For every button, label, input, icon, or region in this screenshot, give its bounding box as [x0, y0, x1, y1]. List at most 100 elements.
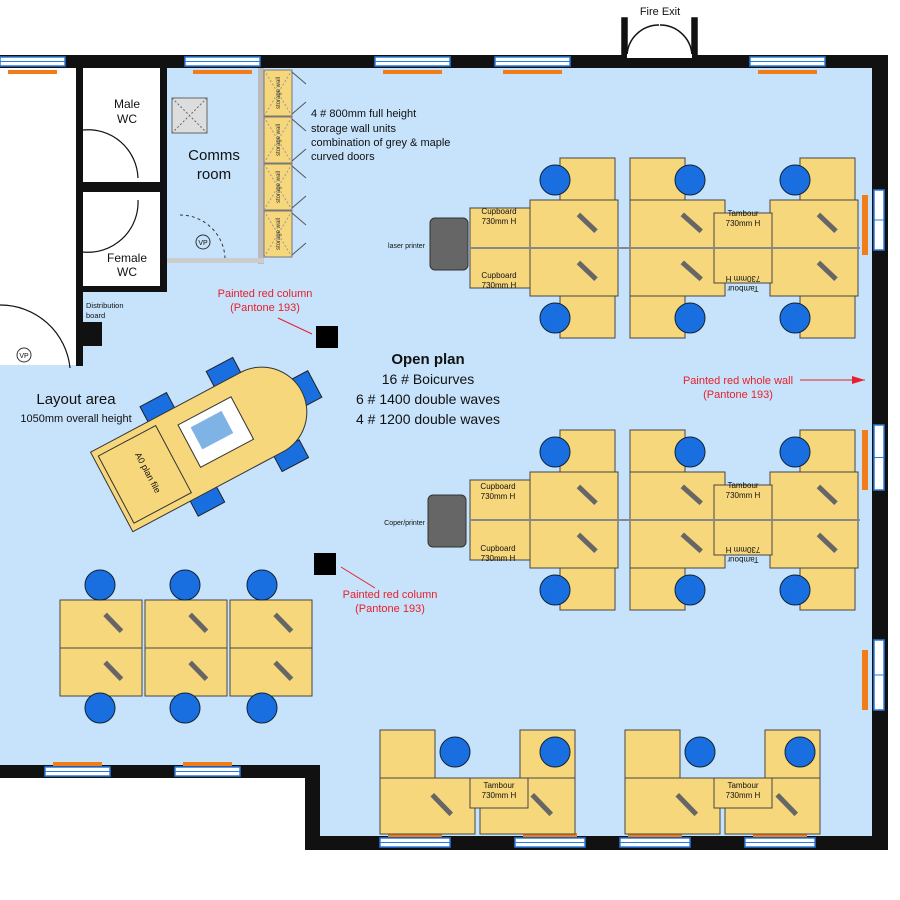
desk	[629, 471, 726, 521]
comms-room-label: Comms	[188, 147, 240, 164]
male-wc-label: WC	[117, 112, 137, 126]
copier-printer-label: Coper/printer	[384, 520, 426, 527]
window-sill	[383, 70, 442, 74]
storage-wall-units: storage wall storage wall storage wall stor…	[263, 69, 307, 258]
red-wall-strip	[862, 430, 868, 490]
keyboard	[680, 212, 703, 234]
vp-icon	[16, 347, 32, 363]
office-chair	[539, 574, 571, 606]
office-chair	[439, 736, 471, 768]
desk	[144, 599, 228, 649]
tambour-unit	[469, 777, 529, 809]
comms-room-label: room	[197, 166, 231, 183]
vp-icon	[195, 234, 211, 250]
svg-text:(Pantone 193): (Pantone 193)	[355, 603, 425, 615]
desk	[229, 647, 313, 697]
office-chair	[674, 436, 706, 468]
laser-printer	[429, 217, 469, 271]
copier-printer	[427, 494, 467, 548]
desk	[144, 647, 228, 697]
keyboard	[775, 793, 799, 817]
office-chair	[169, 692, 201, 724]
storage-note: 4 # 800mm full height storage wall units…	[311, 108, 450, 163]
office-chair	[539, 164, 571, 196]
svg-text:730mm H: 730mm H	[482, 217, 517, 226]
fire-exit-door	[621, 17, 698, 59]
wc-doors	[0, 129, 139, 369]
desk	[629, 199, 726, 249]
keyboard	[675, 793, 699, 817]
office-chair	[784, 736, 816, 768]
keyboard	[430, 793, 454, 817]
window-sill	[628, 833, 682, 837]
storage-unit-label: storage wall	[276, 218, 282, 250]
office-chair	[779, 436, 811, 468]
office-chair	[674, 164, 706, 196]
svg-text:730mm H: 730mm H	[482, 281, 517, 290]
vp-label: VP	[198, 240, 208, 247]
svg-text:Cupboard: Cupboard	[480, 544, 515, 553]
svg-text:Tambour: Tambour	[727, 284, 758, 293]
window-sill	[183, 762, 232, 766]
keyboard	[680, 260, 703, 282]
office-chair	[246, 692, 278, 724]
office-chair	[539, 736, 571, 768]
svg-text:1050mm overall height: 1050mm overall height	[20, 413, 131, 425]
layout-table: A0 plan file	[89, 356, 323, 533]
svg-text:Tambour: Tambour	[483, 781, 514, 790]
svg-text:730mm H: 730mm H	[726, 491, 761, 500]
office-chair	[674, 302, 706, 334]
svg-text:16 # Boicurves: 16 # Boicurves	[382, 371, 475, 387]
window-sill	[388, 833, 442, 837]
keyboard	[576, 532, 598, 554]
keyboard	[816, 532, 838, 554]
svg-text:Tambour: Tambour	[727, 209, 758, 218]
svg-text:(Pantone 193): (Pantone 193)	[230, 302, 300, 314]
chairs	[84, 164, 816, 768]
svg-text:combination of grey & maple: combination of grey & maple	[311, 137, 450, 149]
window-sill	[193, 70, 252, 74]
svg-text:Layout area: Layout area	[36, 391, 116, 408]
keyboard	[576, 212, 598, 234]
svg-text:6 # 1400 double waves: 6 # 1400 double waves	[356, 391, 500, 407]
storage-unit-label: storage wall	[276, 171, 282, 203]
desk	[59, 599, 143, 649]
keyboard	[530, 793, 554, 817]
red-column-top	[316, 326, 338, 348]
svg-text:(Pantone 193): (Pantone 193)	[703, 389, 773, 401]
svg-text:730mm H: 730mm H	[726, 791, 761, 800]
window-sill	[503, 70, 562, 74]
keyboard	[273, 660, 294, 681]
svg-text:4 # 800mm full height: 4 # 800mm full height	[311, 108, 416, 120]
storage-unit-label: storage wall	[276, 124, 282, 156]
curved-door	[291, 71, 307, 115]
desk	[529, 247, 619, 297]
female-wc-label: Female	[107, 251, 147, 265]
desk	[769, 199, 859, 249]
svg-text:Open plan: Open plan	[391, 351, 464, 368]
storage-unit-label: storage wall	[276, 77, 282, 109]
svg-text:Tambour: Tambour	[727, 555, 758, 564]
svg-text:Painted red whole wall: Painted red whole wall	[683, 375, 793, 387]
desk	[529, 519, 619, 569]
keyboard	[576, 484, 598, 506]
desk	[769, 519, 859, 569]
svg-text:Cupboard: Cupboard	[481, 271, 516, 280]
svg-text:730mm H: 730mm H	[725, 274, 760, 283]
curved-door	[291, 118, 307, 162]
comms-room	[167, 68, 265, 264]
layout-area-note: Layout area 1050mm overall height	[20, 391, 131, 425]
laser-printer-label: laser printer	[388, 243, 426, 250]
svg-text:Cupboard: Cupboard	[481, 207, 516, 216]
desk	[59, 647, 143, 697]
office-chair	[246, 569, 278, 601]
keyboard	[103, 612, 124, 633]
office-chair	[684, 736, 716, 768]
curved-door	[291, 165, 307, 209]
keyboard	[680, 484, 703, 506]
desk	[769, 471, 859, 521]
window-sill	[53, 762, 102, 766]
svg-text:Painted red column: Painted red column	[343, 589, 438, 601]
